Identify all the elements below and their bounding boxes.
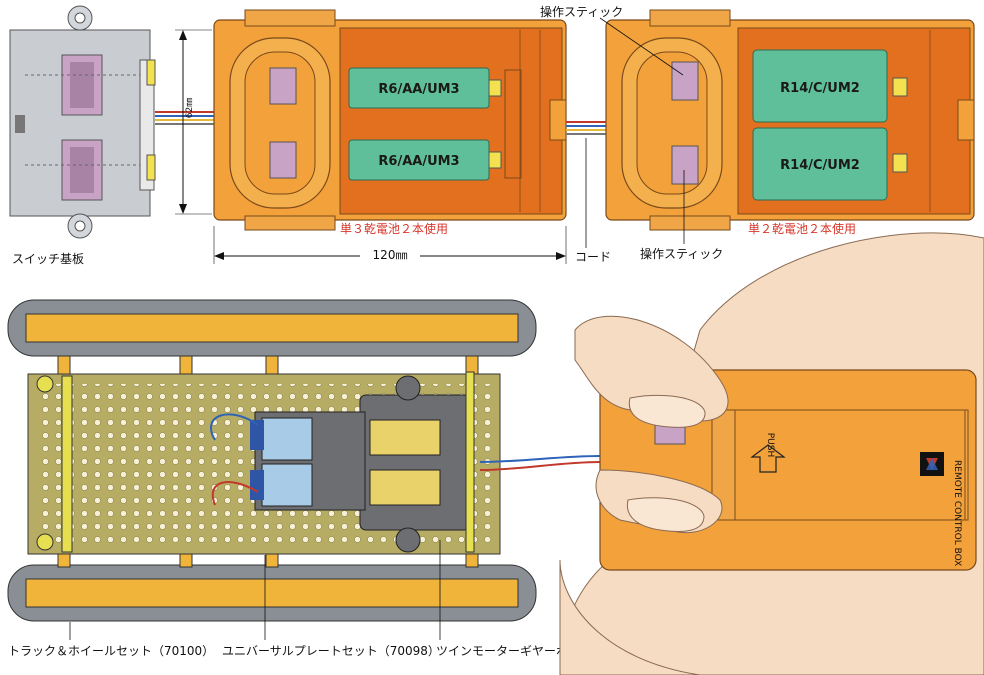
controller-cord	[479, 455, 601, 471]
brand-logo	[920, 452, 944, 476]
tank-chassis	[7, 299, 537, 622]
switch-board	[9, 5, 156, 239]
stick-top-label: 操作スティック	[540, 4, 623, 19]
controller-with-hands: PUSH REMOTE CONTROL BOX	[559, 232, 984, 675]
cord-label: コード	[575, 250, 611, 264]
stick-leaders	[599, 17, 685, 244]
battery-box-c: R14/C/UM2 R14/C/UM2	[605, 9, 975, 231]
battery-c-2-label: R14/C/UM2	[780, 158, 860, 173]
switch-wires	[155, 111, 215, 125]
battery-aa-2-label: R6/AA/UM3	[378, 154, 459, 169]
remote-box-label: REMOTE CONTROL BOX	[952, 460, 962, 566]
plate-set-label: ユニバーサルプレートセット（70098）	[222, 644, 440, 658]
battery-c-1-label: R14/C/UM2	[780, 81, 860, 96]
height-dimension: 62㎜	[175, 29, 212, 215]
push-label: PUSH	[765, 433, 775, 458]
height-dimension-label: 62㎜	[185, 98, 195, 118]
switch-board-label: スイッチ基板	[12, 252, 84, 266]
length-dimension-label: 120㎜	[373, 248, 408, 262]
aa-usage-label: 単３乾電池２本使用	[340, 221, 448, 236]
battery-aa-1-label: R6/AA/UM3	[378, 82, 459, 97]
battery-box-aa: R6/AA/UM3 R6/AA/UM3	[213, 9, 567, 231]
c-usage-label: 単２乾電池２本使用	[748, 221, 856, 236]
stick-bottom-label: 操作スティック	[640, 246, 723, 261]
bottom-leaders	[69, 540, 441, 640]
track-set-label: トラック＆ホイールセット（70100）	[8, 644, 214, 658]
length-dimension: 120㎜	[213, 226, 567, 264]
cord-wires	[566, 121, 606, 248]
